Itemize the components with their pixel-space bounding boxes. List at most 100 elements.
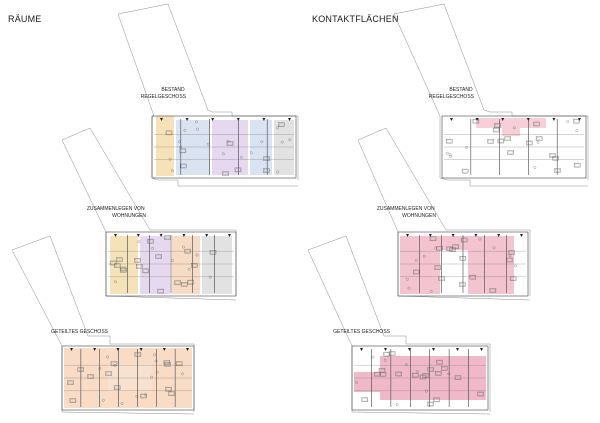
furniture (371, 355, 375, 359)
door-marker (501, 118, 505, 121)
furniture (388, 351, 396, 356)
door-marker (480, 348, 483, 351)
room-fill (212, 120, 248, 175)
door-marker (406, 234, 409, 237)
furniture (533, 166, 537, 169)
floor-zusammenlegen: ZUSAMMENLEGEN VON WOHNUNGEN (357, 127, 531, 301)
door-marker (456, 348, 459, 351)
room-fill (202, 236, 232, 294)
door-marker (475, 118, 479, 121)
door-marker (70, 348, 73, 351)
floor-plan (441, 115, 587, 179)
door-marker (160, 118, 163, 121)
perspective-outline (393, 3, 589, 180)
floor-bestand-regelgeschoss: BESTAND REGELGESCHOSS (393, 3, 589, 187)
floor-plan (105, 231, 237, 297)
furniture (549, 153, 556, 158)
furniture (526, 140, 533, 146)
furniture (504, 136, 511, 141)
perspective-outline (393, 13, 588, 187)
furniture (566, 120, 570, 123)
furniture (575, 129, 579, 133)
furniture (573, 118, 580, 124)
furniture (427, 401, 434, 407)
furniture (535, 136, 543, 141)
room-fill (250, 120, 272, 175)
door-marker (288, 118, 291, 121)
door-marker (185, 118, 189, 121)
floor-geteiltes-geschoss: GETEILTES GESCHOSS (307, 235, 491, 415)
floor-zusammenlegen: ZUSAMMENLEGEN VON WOHNUNGEN (61, 127, 237, 301)
furniture (137, 240, 141, 244)
door-marker (186, 348, 189, 351)
door-marker (474, 234, 478, 237)
column-heading: RÄUME (8, 14, 42, 24)
door-marker (262, 118, 266, 121)
door-marker (384, 348, 387, 351)
door-marker (526, 118, 530, 121)
furniture (383, 351, 390, 357)
floor-plan (61, 345, 195, 411)
furniture (446, 138, 453, 144)
door-marker (93, 348, 97, 351)
door-marker (408, 348, 411, 351)
furniture (465, 145, 468, 149)
door-marker (236, 118, 240, 121)
furniture (461, 168, 469, 174)
column-heading: KONTAKTFLÄCHEN (312, 14, 399, 24)
floor-label: ZUSAMMENLEGEN VON WOHNUNGEN (377, 206, 437, 219)
furniture (459, 282, 466, 287)
door-marker (139, 348, 143, 351)
door-marker (450, 118, 453, 121)
room-fill (172, 236, 200, 294)
furniture (487, 139, 494, 144)
contact-area-fill (468, 236, 514, 294)
floor-label: BESTAND REGELGESCHOSS (429, 87, 475, 100)
perspective-outline (357, 127, 531, 296)
contact-area-fill (354, 372, 394, 392)
floor-bestand-regelgeschoss: BESTAND REGELGESCHOSS (117, 3, 299, 187)
door-marker (136, 234, 140, 237)
perspective-outline (11, 235, 195, 412)
furniture (395, 403, 399, 407)
column-raeume: RÄUME BESTAND REGELGESCHOSS (8, 3, 299, 415)
furniture (514, 264, 518, 268)
furniture (574, 162, 581, 168)
furniture (361, 397, 368, 402)
perspective-outline (307, 235, 491, 412)
floor-plan (351, 345, 489, 411)
door-marker (211, 118, 215, 121)
door-marker (162, 348, 166, 351)
furniture (448, 153, 452, 156)
room-fill (156, 116, 174, 176)
contact-area-fill (400, 236, 440, 294)
furniture (536, 140, 540, 144)
floor-plan (151, 115, 297, 179)
perspective-outline (117, 13, 298, 187)
floor-plan (397, 231, 529, 297)
door-marker (520, 234, 523, 237)
door-marker (114, 234, 117, 237)
furniture (507, 150, 514, 155)
door-marker (205, 234, 209, 237)
furniture (552, 156, 559, 161)
floor-label: ZUSAMMENLEGEN VON WOHNUNGEN (87, 206, 147, 219)
furniture (497, 138, 505, 144)
column-kontaktflaechen: KONTAKTFLÄCHEN BESTAND REGELGESCHOSS ZUS… (307, 3, 589, 415)
door-marker (451, 234, 455, 237)
door-marker (497, 234, 501, 237)
door-marker (578, 118, 581, 121)
room-fill (274, 120, 294, 175)
floor-geteiltes-geschoss: GETEILTES GESCHOSS (11, 235, 195, 415)
door-marker (432, 348, 435, 351)
door-marker (116, 348, 120, 351)
floor-label: GETEILTES GESCHOSS (333, 329, 391, 335)
room-fill (140, 236, 170, 294)
furniture (445, 151, 449, 155)
door-marker (428, 234, 432, 237)
contact-area-fill (502, 118, 520, 136)
door-marker (182, 234, 186, 237)
door-marker (552, 118, 556, 121)
floor-label: BESTAND REGELGESCHOSS (141, 87, 187, 100)
